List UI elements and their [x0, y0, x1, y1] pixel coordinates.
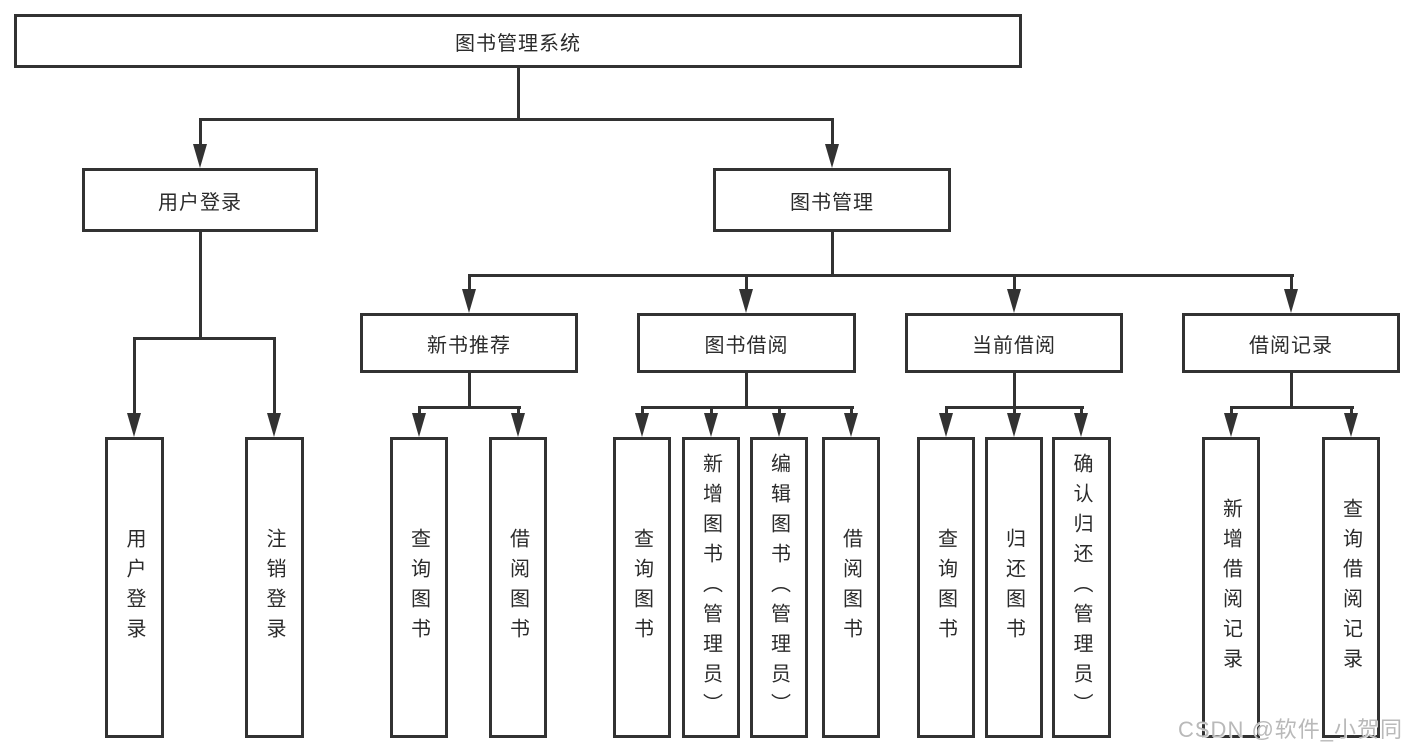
arrowhead-nb-borrow-icon — [511, 413, 525, 437]
connector-drop-br-add — [1229, 406, 1233, 416]
arrowhead-book-borrow-icon — [739, 289, 753, 313]
node-leaf-cb-query-books: 查询图书 — [917, 437, 975, 738]
connector-drop-new-book — [467, 274, 471, 292]
connector-drop-current-borrow — [1012, 274, 1016, 292]
arrowhead-cb-return-icon — [1007, 413, 1021, 437]
connector-records-stem — [1289, 373, 1293, 409]
connector-currentborrow-stem — [1012, 373, 1016, 409]
node-root-system: 图书管理系统 — [14, 14, 1022, 68]
connector-newbook-stem — [467, 373, 471, 409]
node-leaf-nb-borrow-books: 借阅图书 — [489, 437, 547, 738]
node-borrow-records: 借阅记录 — [1182, 313, 1400, 373]
connector-drop-bb-query — [640, 406, 644, 416]
connector-drop-cb-return — [1012, 406, 1016, 416]
connector-userlogin-stem — [198, 232, 202, 340]
arrowhead-bb-borrow-icon — [844, 413, 858, 437]
node-current-borrowing: 当前借阅 — [905, 313, 1123, 373]
connector-root-stem — [516, 68, 520, 121]
connector-bookborrow-bus — [640, 406, 854, 409]
node-leaf-nb-query-books: 查询图书 — [390, 437, 448, 738]
connector-newbook-bus — [417, 406, 521, 409]
connector-drop-user-login — [198, 118, 202, 148]
arrowhead-nb-query-icon — [412, 413, 426, 437]
arrowhead-cb-query-icon — [939, 413, 953, 437]
node-leaf-br-add-record: 新增借阅记录 — [1202, 437, 1260, 738]
connector-userlogin-bus — [132, 337, 276, 340]
node-new-book-recommend: 新书推荐 — [360, 313, 578, 373]
connector-drop-cb-query — [944, 406, 948, 416]
arrowhead-new-book-icon — [462, 289, 476, 313]
connector-drop-logout-leaf — [272, 337, 276, 415]
connector-drop-nb-query — [417, 406, 421, 416]
connector-bookmgmt-stem — [830, 232, 834, 277]
node-leaf-br-query-record: 查询借阅记录 — [1322, 437, 1380, 738]
arrowhead-br-add-icon — [1224, 413, 1238, 437]
node-leaf-bb-edit-books-admin: 编辑图书（管理员） — [750, 437, 808, 738]
node-leaf-bb-query-books: 查询图书 — [613, 437, 671, 738]
csdn-watermark: CSDN @软件_小贺同学 — [1178, 717, 1404, 742]
connector-drop-nb-borrow — [516, 406, 520, 416]
arrowhead-bb-add-icon — [704, 413, 718, 437]
node-leaf-user-login: 用户登录 — [105, 437, 164, 738]
connector-drop-bb-edit — [777, 406, 781, 416]
connector-drop-borrow-records — [1289, 274, 1293, 292]
connector-drop-book-borrow — [744, 274, 748, 292]
arrowhead-borrow-records-icon — [1284, 289, 1298, 313]
node-user-login: 用户登录 — [82, 168, 318, 232]
node-leaf-bb-add-books-admin: 新增图书（管理员） — [682, 437, 740, 738]
connector-records-bus — [1229, 406, 1354, 409]
node-leaf-cb-return-books: 归还图书 — [985, 437, 1043, 738]
arrowhead-bb-edit-icon — [772, 413, 786, 437]
connector-drop-bb-add — [709, 406, 713, 416]
arrowhead-user-login-icon — [193, 144, 207, 168]
node-book-borrowing: 图书借阅 — [637, 313, 856, 373]
connector-bookmgmt-bus — [467, 274, 1294, 277]
arrowhead-book-management-icon — [825, 144, 839, 168]
arrowhead-cb-confirm-icon — [1074, 413, 1088, 437]
node-leaf-logout: 注销登录 — [245, 437, 304, 738]
arrowhead-login-leaf-icon — [127, 413, 141, 437]
node-book-management: 图书管理 — [713, 168, 951, 232]
connector-drop-book-management — [830, 118, 834, 148]
connector-drop-login-leaf — [132, 337, 136, 415]
connector-drop-br-query — [1349, 406, 1353, 416]
connector-bookborrow-stem — [744, 373, 748, 409]
connector-drop-cb-confirm — [1079, 406, 1083, 416]
arrowhead-logout-leaf-icon — [267, 413, 281, 437]
arrowhead-bb-query-icon — [635, 413, 649, 437]
node-leaf-bb-borrow-books: 借阅图书 — [822, 437, 880, 738]
arrowhead-br-query-icon — [1344, 413, 1358, 437]
connector-root-bus — [198, 118, 834, 121]
connector-drop-bb-borrow — [849, 406, 853, 416]
arrowhead-current-borrow-icon — [1007, 289, 1021, 313]
node-leaf-cb-confirm-return-admin: 确认归还（管理员） — [1052, 437, 1111, 738]
